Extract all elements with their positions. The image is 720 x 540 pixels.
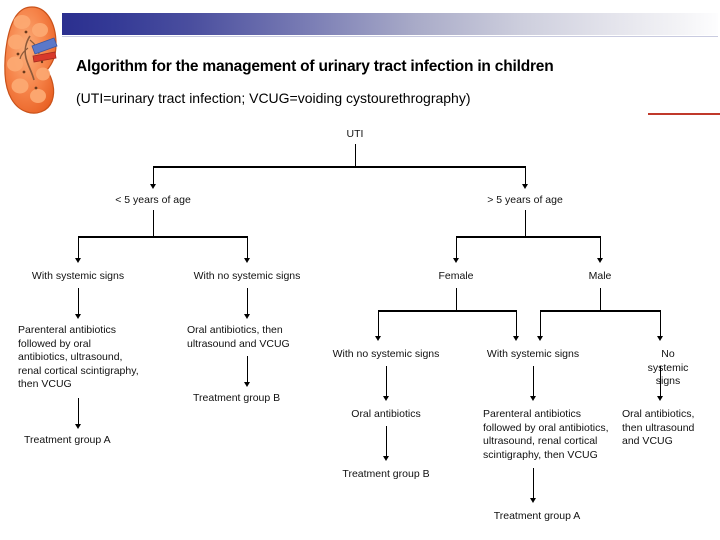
node-u5-systemic-treatment: Parenteral antibiotics followed by oral … [18,324,139,390]
arrowhead-u5-no-systemic-to-tx [244,314,250,319]
connector-female-stem [456,288,457,310]
arrowhead-to-u5-systemic [75,258,81,263]
arrowhead-u5-systemic-to-group [75,424,81,429]
page-subtitle: (UTI=urinary tract infection; VCUG=voidi… [76,90,471,106]
connector-to-male [600,236,601,260]
slide-header: Algorithm for the management of urinary … [0,0,720,122]
node-male-no-systemic-treatment: Oral antibiotics, then ultrasound and VC… [622,408,695,447]
arrowhead-to-over5 [522,184,528,189]
arrowhead-to-f-systemic [513,336,519,341]
connector-over5-split-bar [456,236,601,238]
connector-f-systemic-to-group [533,468,534,500]
kidney-illustration [4,6,58,114]
connector-to-under5 [153,166,154,186]
node-male: Male [588,270,612,282]
connector-to-u5-systemic [78,236,79,260]
connector-under5-stem [153,210,154,236]
arrowhead-to-m-no-systemic [657,336,663,341]
connector-to-u5-no-systemic [247,236,248,260]
connector-f-systemic-to-tx [533,366,534,398]
node-uti-root: UTI [346,128,364,140]
connector-m-no-systemic-to-tx [660,366,661,398]
connector-f-no-systemic-to-group [386,426,387,458]
connector-male-stem [600,288,601,310]
arrowhead-to-male [597,258,603,263]
node-u5-with-no-systemic-signs: With no systemic signs [193,270,301,282]
connector-to-f-systemic [516,310,517,338]
node-female: Female [438,270,474,282]
arrowhead-f-systemic-to-tx [530,396,536,401]
node-over-5-years: > 5 years of age [487,194,563,206]
arrowhead-to-u5-no-systemic [244,258,250,263]
arrowhead-to-f-no-systemic [375,336,381,341]
node-female-systemic-treatment-group: Treatment group A [493,510,581,522]
arrowhead-f-systemic-to-group [530,498,536,503]
connector-u5-no-systemic-to-group [247,356,248,384]
node-u5-systemic-treatment-group: Treatment group A [24,434,111,446]
connector-under5-split-bar [78,236,248,238]
node-female-no-systemic-treatment-group: Treatment group B [342,468,430,480]
connector-male-split-bar [540,310,661,312]
header-gradient-bar [62,13,718,35]
connector-to-m-systemic [540,310,541,338]
connector-root-split-bar [153,166,526,168]
connector-root-stem [355,144,356,166]
connector-to-female [456,236,457,260]
node-u5-with-systemic-signs: With systemic signs [31,270,125,282]
connector-to-f-no-systemic [378,310,379,338]
node-female-no-systemic-treatment: Oral antibiotics [351,408,421,420]
connector-u5-systemic-to-tx [78,288,79,316]
arrowhead-f-no-systemic-to-group [383,456,389,461]
node-female-no-systemic-signs: With no systemic signs [332,348,440,360]
node-u5-no-systemic-treatment: Oral antibiotics, then ultrasound and VC… [187,324,290,350]
arrowhead-to-under5 [150,184,156,189]
arrowhead-m-no-systemic-to-tx [657,396,663,401]
arrowhead-u5-no-systemic-to-group [244,382,250,387]
arrowhead-to-female [453,258,459,263]
node-female-systemic-signs: With systemic signs [486,348,580,360]
node-male-no-systemic-signs: No systemic signs [647,348,689,387]
connector-female-split-bar [378,310,517,312]
page-title: Algorithm for the management of urinary … [76,58,554,75]
connector-to-m-no-systemic [660,310,661,338]
arrowhead-to-m-systemic [537,336,543,341]
connector-u5-systemic-to-group [78,398,79,426]
header-divider [62,36,718,37]
connector-to-over5 [525,166,526,186]
node-u5-no-systemic-treatment-group: Treatment group B [193,392,281,404]
connector-u5-no-systemic-to-tx [247,288,248,316]
connector-f-no-systemic-to-tx [386,366,387,398]
uti-algorithm-flowchart: UTI < 5 years of age > 5 years of age Wi… [0,120,720,540]
header-accent-rule [648,113,720,115]
node-under-5-years: < 5 years of age [115,194,191,206]
arrowhead-f-no-systemic-to-tx [383,396,389,401]
node-female-systemic-treatment: Parenteral antibiotics followed by oral … [483,408,609,461]
arrowhead-u5-systemic-to-tx [75,314,81,319]
connector-over5-stem [525,210,526,236]
